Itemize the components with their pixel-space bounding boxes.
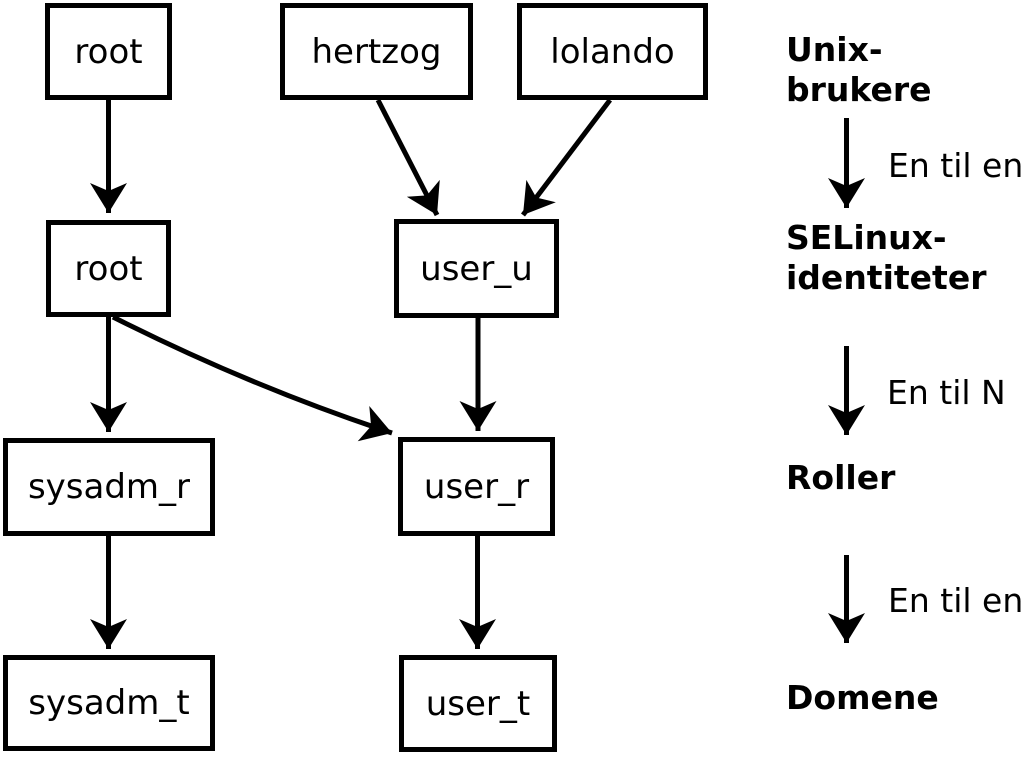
node-lolando-label: lolando	[550, 31, 675, 72]
node-root-selinux-identity: root	[46, 220, 171, 317]
node-hertzog-label: hertzog	[311, 31, 442, 72]
node-sysadm-r: sysadm_r	[3, 438, 215, 536]
legend-level-domains: Domene	[786, 678, 939, 717]
node-user-t-label: user_t	[425, 683, 531, 724]
node-user-r-label: user_r	[423, 466, 530, 507]
node-user-u-label: user_u	[420, 248, 533, 289]
legend-level-unix-users: Unix-brukere	[786, 30, 932, 109]
node-sysadm-t: sysadm_t	[3, 655, 215, 751]
node-root-unix-user: root	[45, 3, 172, 100]
arrow-hertzog-to-useru	[375, 98, 440, 217]
legend-relation-one-to-n: En til N	[887, 373, 1006, 412]
legend-level-roles: Roller	[786, 458, 896, 497]
arrow-lolando-to-useru	[521, 98, 612, 217]
node-sysadm-t-label: sysadm_t	[28, 683, 190, 723]
node-lolando: lolando	[517, 3, 708, 100]
arrow-rootselinux-to-userr	[111, 314, 393, 442]
node-root-unix-user-label: root	[74, 31, 143, 72]
node-user-t: user_t	[399, 655, 557, 752]
node-hertzog: hertzog	[280, 3, 473, 100]
legend-relation-one-to-one-1: En til en	[888, 146, 1024, 185]
node-user-r: user_r	[398, 437, 555, 536]
node-root-selinux-identity-label: root	[74, 248, 143, 289]
legend-level-selinux-identities: SELinux- identiteter	[786, 218, 987, 297]
node-user-u: user_u	[394, 219, 559, 318]
legend-relation-one-to-one-2: En til en	[888, 581, 1024, 620]
node-sysadm-r-label: sysadm_r	[27, 467, 191, 507]
